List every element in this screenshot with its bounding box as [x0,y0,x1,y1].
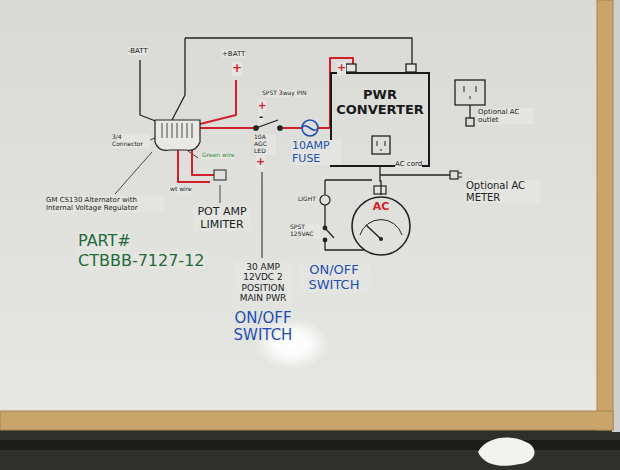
switch-spec: 30 AMP 12VDC 2 POSITION MAIN PWR [234,262,292,303]
part-number: CTBBB-7127-12 [78,252,205,270]
terminal-label: +BATT [222,50,245,58]
wire [324,205,325,228]
switch-note: SPST 125VAC [290,224,320,238]
wire [200,80,236,124]
converter-outlet [372,136,390,154]
wire [172,38,185,120]
connector-pins [162,123,192,138]
polarity-mark: + [337,62,346,75]
meter-scale [360,220,402,235]
light-label: LIGHT [298,196,316,203]
leader-line [115,152,152,194]
switch-contact [278,126,282,130]
wire [140,60,158,122]
cord-plug [450,171,462,179]
red-wires [178,58,353,182]
wire [324,180,325,195]
alternator-label: GM CS130 Alternator with Internal Voltag… [46,196,164,212]
outlet-cord [469,105,470,118]
switch-note: 10A AGC LED [254,134,276,155]
part-label: PART# [78,232,131,250]
wire [325,179,372,180]
outlet-plug [466,118,474,126]
frame-right [597,0,613,430]
leader-line [262,172,263,258]
polarity-mark: + [258,100,266,112]
switch-label: ON/OFF SWITCH [298,263,370,293]
meter-needle [366,225,381,239]
ac-meter: AC [350,195,412,257]
wire [200,127,254,129]
limiter-label: POT AMP LIMITER [193,206,251,231]
light-symbol [320,195,330,205]
terminal [346,64,356,72]
switch-lever [325,228,334,238]
switch-note: SPST 3way PIN [262,90,307,97]
cord-connector [380,167,381,195]
outlet-label: Optional AC outlet [478,108,534,124]
connector-body [155,120,200,150]
frame-bottom [0,411,613,430]
meter-pivot [379,237,383,241]
terminal [406,64,416,72]
connector-label: 3/4 Connector [112,134,150,148]
fuse-symbol [302,120,318,136]
black-wires [115,38,470,258]
leader-line [220,185,221,203]
fuse-element [302,126,318,131]
converter-box: PWR CONVERTER [330,72,430,167]
board-surface [0,0,598,412]
outlet-slots [464,86,476,99]
polarity-mark: + [256,156,265,169]
plug [450,171,458,179]
outlet-box [455,80,485,105]
polarity-mark: - [259,111,263,123]
terminal-label: -BATT [128,47,148,55]
wire-label: Green wire [202,152,235,159]
ac-cord [380,174,450,175]
alternator-connector [155,120,200,150]
fuse-circle [302,120,318,136]
wire [185,38,412,68]
fuse-label: 10AMP FUSE [292,140,342,165]
outlet-slots [377,141,385,151]
tissue [478,437,535,465]
pot-symbol [214,170,226,180]
edge-label: AC cord [395,160,422,168]
prongs [458,173,462,177]
meter-plug [374,186,386,194]
meter-text: AC [350,201,412,214]
switch-label: ON/OFF SWITCH [222,310,304,345]
meter-label: Optional AC METER [466,180,540,203]
wire-label: wt wire [170,186,192,193]
switch-contact [323,238,327,242]
polarity-mark: + [232,62,242,76]
wire [282,127,302,129]
box-title: PWR CONVERTER [332,88,428,118]
